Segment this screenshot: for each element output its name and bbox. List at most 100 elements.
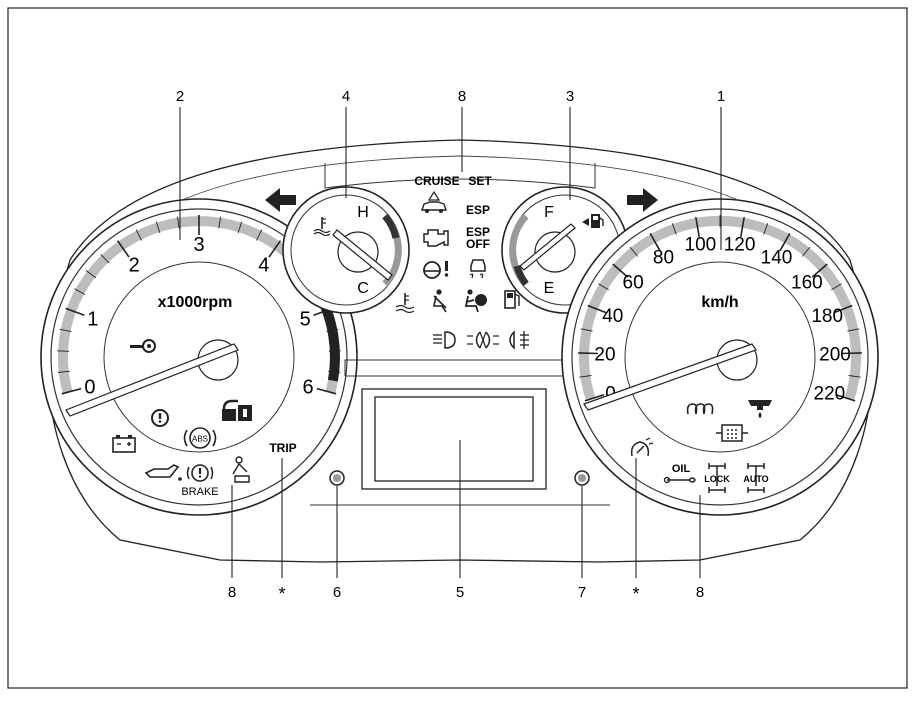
- tachometer-minor-tick: [328, 350, 341, 352]
- speedometer-tick-label-40: 40: [602, 306, 623, 327]
- tachometer-tick-label-5: 5: [300, 309, 311, 331]
- tachometer-minor-tick: [57, 350, 70, 352]
- speedometer-minor-tick: [848, 375, 861, 378]
- tachometer-ticks: [57, 215, 341, 395]
- tachometer-minor-tick: [57, 370, 70, 373]
- left-trip-reset-knob: [329, 470, 345, 486]
- seatbelt-icon: [433, 289, 447, 313]
- awd-auto-icon: AUTO: [743, 463, 769, 493]
- fuel-pump-icon: [582, 214, 604, 228]
- tachometer-minor-tick: [176, 216, 180, 229]
- tachometer-tick-label-4: 4: [258, 255, 269, 277]
- skid-control-icon: [469, 259, 486, 279]
- glow-plug-icon: [686, 403, 714, 415]
- speedometer-ring-2: [571, 208, 869, 506]
- fuel-full-label: F: [544, 204, 554, 221]
- lock-label: LOCK: [704, 474, 730, 484]
- speedometer-minor-tick: [831, 283, 842, 291]
- brake-pad-wear-icon: [630, 437, 654, 457]
- speedometer-major-tick: [779, 233, 791, 252]
- temperature-gauge: H C: [282, 186, 410, 314]
- speedometer-unit: km/h: [701, 294, 738, 311]
- callout-4: 4: [342, 88, 350, 105]
- oil-label: OIL: [672, 463, 691, 475]
- speedometer-tick-label-160: 160: [791, 273, 823, 294]
- temp-gauge-hot-zone: [382, 213, 400, 239]
- tachometer-needle: [65, 343, 239, 417]
- speedometer-major-tick: [695, 216, 700, 237]
- speedometer-major-tick: [835, 393, 856, 402]
- front-collision-icon: [421, 190, 447, 213]
- speedometer-minor-tick: [580, 328, 593, 332]
- fuel-gauge-needle: [519, 223, 576, 271]
- engine-check-icon: [423, 229, 449, 247]
- temp-cold-label: C: [357, 280, 369, 297]
- callout-8-top: 8: [458, 88, 466, 105]
- callout-star-right: *: [632, 584, 639, 604]
- speedometer-major-tick: [584, 393, 605, 402]
- speedometer-minor-tick: [847, 328, 860, 332]
- electronic-throttle-icon: [151, 409, 169, 427]
- speedometer-tick-label-100: 100: [685, 235, 717, 256]
- temp-hot-label: H: [357, 204, 369, 221]
- front-fog-light-icon: [467, 331, 499, 349]
- brake-warning-icon: [186, 464, 214, 482]
- abs-label: ABS: [192, 435, 208, 444]
- tachometer-minor-tick: [218, 216, 222, 229]
- speedometer-minor-tick: [629, 246, 639, 257]
- fuel-empty-label: E: [544, 280, 555, 297]
- tachometer-minor-tick: [59, 328, 72, 333]
- callout-5: 5: [456, 584, 464, 601]
- callout-leaders: [179, 107, 722, 578]
- tachometer-minor-tick: [86, 270, 97, 279]
- speedometer-major-tick: [811, 263, 828, 278]
- right-trip-reset-knob: [574, 470, 590, 486]
- rear-fog-light-icon: [509, 330, 529, 350]
- speedometer-minor-tick: [579, 375, 592, 378]
- callout-7: 7: [578, 584, 586, 601]
- turn-right-arrow-icon: [627, 188, 658, 212]
- callout-8-right: 8: [696, 584, 704, 601]
- speedometer-ticks: [578, 215, 862, 402]
- callout-2: 2: [176, 88, 184, 105]
- speedometer-tick-label-20: 20: [594, 345, 615, 366]
- esp-off-label-line2: OFF: [466, 237, 490, 251]
- speedometer-major-tick: [841, 352, 862, 355]
- awd-lock-icon: LOCK: [704, 463, 730, 493]
- tachometer-ring-2: [50, 208, 348, 506]
- speedometer-tick-label-200: 200: [819, 345, 851, 366]
- tachometer-minor-tick: [237, 221, 243, 234]
- tachometer-tick-label-6: 6: [303, 376, 314, 398]
- esp-label: ESP: [466, 203, 490, 217]
- auto-label: AUTO: [743, 474, 768, 484]
- seat-occupant-icon: [232, 456, 250, 483]
- speedometer-needle: [583, 343, 757, 411]
- tachometer-inner-dial: [103, 261, 295, 453]
- callout-8-left: 8: [228, 584, 236, 601]
- tachometer-minor-tick: [155, 221, 161, 234]
- speedometer-tick-labels: 020406080100120140160180200220: [594, 235, 850, 405]
- tachometer-major-tick: [316, 387, 337, 395]
- coolant-level-icon: [395, 293, 415, 314]
- immobilizer-lock-icon: [222, 399, 252, 421]
- tachometer-tick-label-1: 1: [87, 309, 98, 331]
- center-hood: [324, 163, 596, 189]
- speedometer-major-tick: [649, 233, 661, 252]
- water-in-fuel-icon: [748, 400, 772, 418]
- display-screen: [374, 396, 534, 482]
- speedometer-tick-label-140: 140: [761, 248, 793, 269]
- trip-label: TRIP: [269, 441, 296, 455]
- callout-star-left: *: [278, 584, 285, 604]
- tachometer-major-tick: [61, 387, 82, 395]
- speedometer-tick-label-220: 220: [814, 383, 846, 404]
- speedometer-tick-label-120: 120: [724, 235, 756, 256]
- power-steering-warning-icon: [423, 261, 449, 279]
- fuel-gauge-reserve-zone: [513, 264, 529, 287]
- speedometer-major-tick: [833, 304, 853, 314]
- speedometer-minor-tick: [801, 246, 811, 257]
- particulate-filter-icon: [716, 424, 748, 442]
- low-fuel-icon: [504, 290, 520, 309]
